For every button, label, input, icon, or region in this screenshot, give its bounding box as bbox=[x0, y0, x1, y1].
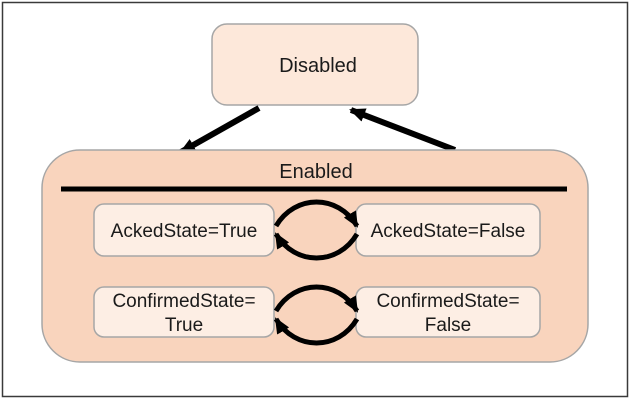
disabled-state: Disabled bbox=[211, 23, 419, 106]
enabled-state-label: Enabled bbox=[279, 161, 352, 183]
disabled-to-enabled-arrow bbox=[179, 105, 261, 155]
acked-false-to-true-arrow bbox=[273, 232, 360, 261]
confirmed-true-box bbox=[93, 286, 275, 338]
acked-false-box bbox=[355, 203, 541, 257]
confirmed-true-to-false-arrow bbox=[273, 284, 360, 313]
confirmed-true-label-line2: True bbox=[165, 315, 203, 336]
confirmed-false-state: ConfirmedState= False bbox=[355, 286, 541, 338]
confirmed-false-label-line2: False bbox=[425, 315, 471, 336]
disabled-state-label: Disabled bbox=[279, 55, 357, 77]
acked-true-box bbox=[93, 203, 275, 257]
acked-true-to-false-arrow bbox=[273, 199, 360, 228]
enabled-to-disabled-arrow bbox=[349, 107, 457, 153]
confirmed-true-state: ConfirmedState= True bbox=[93, 286, 275, 338]
acked-false-label: AckedState=False bbox=[371, 221, 526, 242]
confirmed-true-label-line1: ConfirmedState= bbox=[112, 291, 255, 312]
acked-false-state: AckedState=False bbox=[355, 203, 541, 257]
disabled-state-box bbox=[211, 23, 419, 106]
confirmed-false-to-true-arrow bbox=[273, 317, 360, 346]
acked-true-state: AckedState=True bbox=[93, 203, 275, 257]
confirmed-false-label-line1: ConfirmedState= bbox=[376, 291, 519, 312]
acked-true-label: AckedState=True bbox=[111, 221, 258, 242]
